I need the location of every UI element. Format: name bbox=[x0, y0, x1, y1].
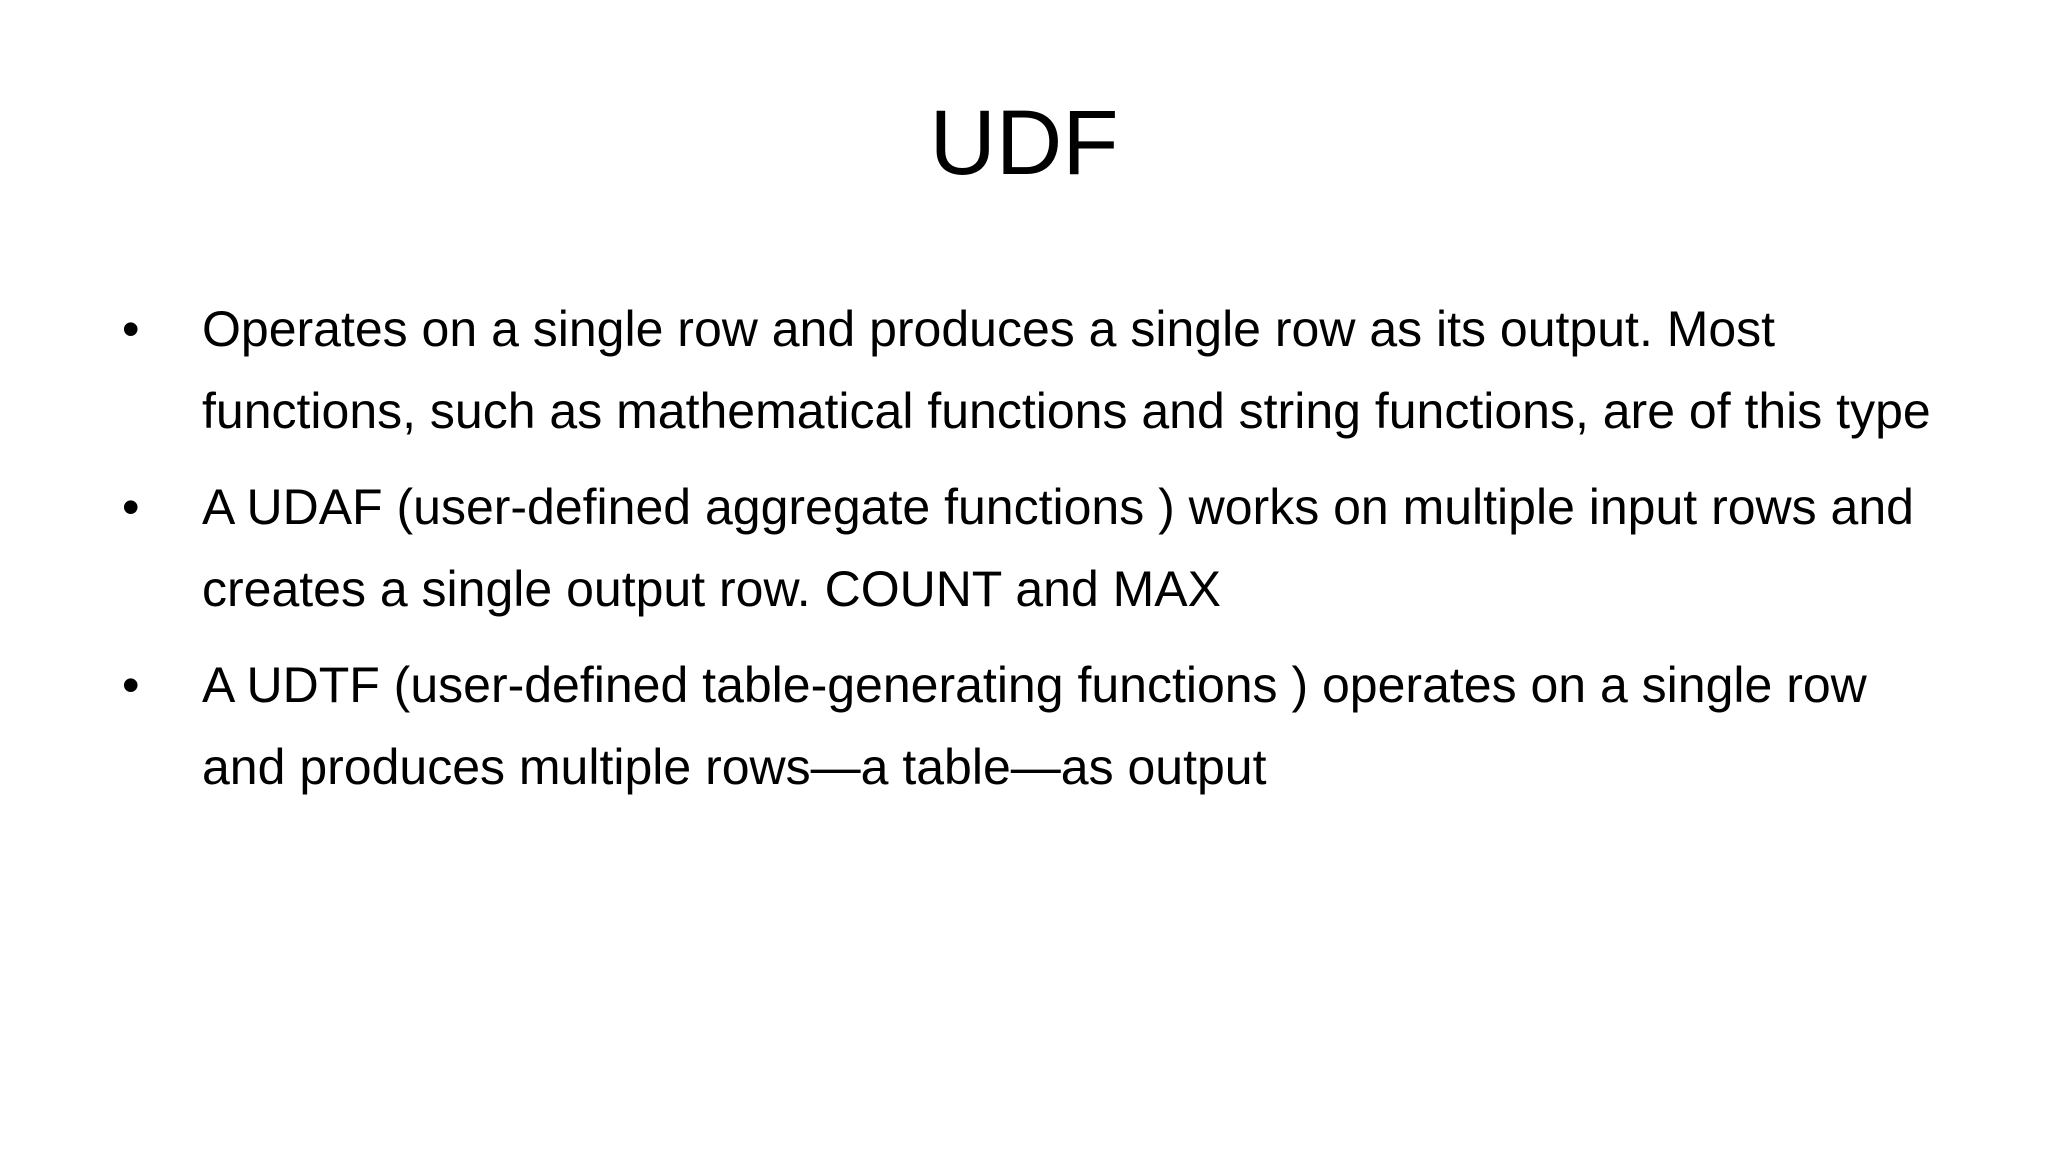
bullet-item-udaf: • A UDAF (user-defined aggregate functio… bbox=[122, 466, 1962, 630]
bullet-item-udtf: • A UDTF (user-defined table-generating … bbox=[122, 644, 1962, 808]
bullet-text: Operates on a single row and produces a … bbox=[202, 301, 1931, 439]
slide-title: UDF bbox=[929, 92, 1119, 194]
bullet-item-single-row: • Operates on a single row and produces … bbox=[122, 288, 1962, 452]
bullet-list: • Operates on a single row and produces … bbox=[122, 288, 1962, 822]
bullet-text: A UDTF (user-defined table-generating fu… bbox=[202, 657, 1867, 795]
bullet-dot-icon: • bbox=[122, 479, 140, 535]
bullet-text: A UDAF (user-defined aggregate functions… bbox=[202, 479, 1914, 617]
bullet-dot-icon: • bbox=[122, 301, 140, 357]
bullet-dot-icon: • bbox=[122, 657, 140, 713]
